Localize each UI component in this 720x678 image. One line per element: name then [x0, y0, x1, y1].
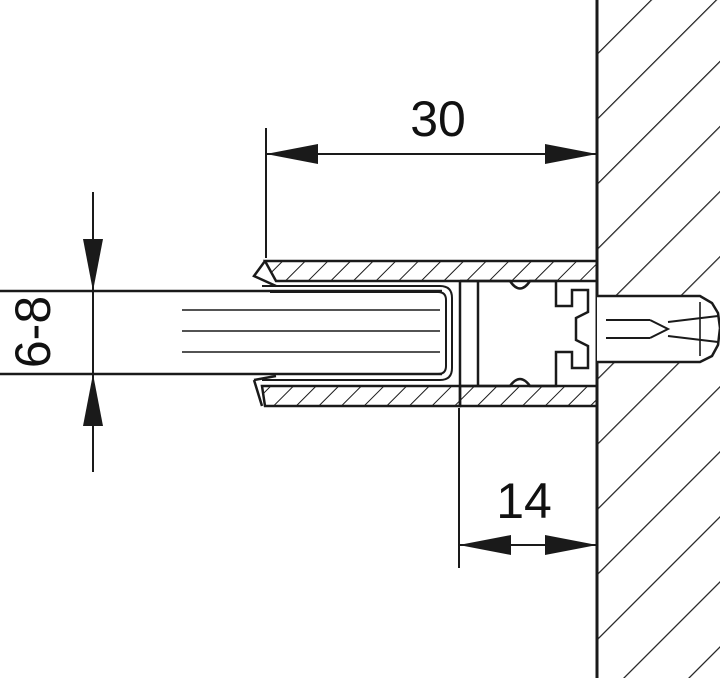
dimension-wall-offset: 14	[458, 408, 597, 568]
wall-anchor	[597, 294, 720, 364]
dimension-overall-depth: 30	[265, 91, 597, 258]
glass-pane	[0, 289, 442, 376]
arrowhead-left	[459, 535, 511, 555]
arrowhead-right	[545, 144, 597, 164]
dimension-label-6-8: 6-8	[5, 296, 61, 368]
glazing-gasket	[262, 285, 453, 381]
dimension-label-14: 14	[496, 473, 552, 529]
dimension-label-30: 30	[410, 91, 466, 147]
u-channel-profile	[252, 259, 599, 408]
arrowhead-right	[545, 535, 597, 555]
arrowhead-down	[83, 239, 103, 291]
dimension-glass-thickness: 6-8	[5, 192, 182, 472]
arrowhead-left	[266, 144, 318, 164]
arrowhead-up	[83, 374, 103, 426]
